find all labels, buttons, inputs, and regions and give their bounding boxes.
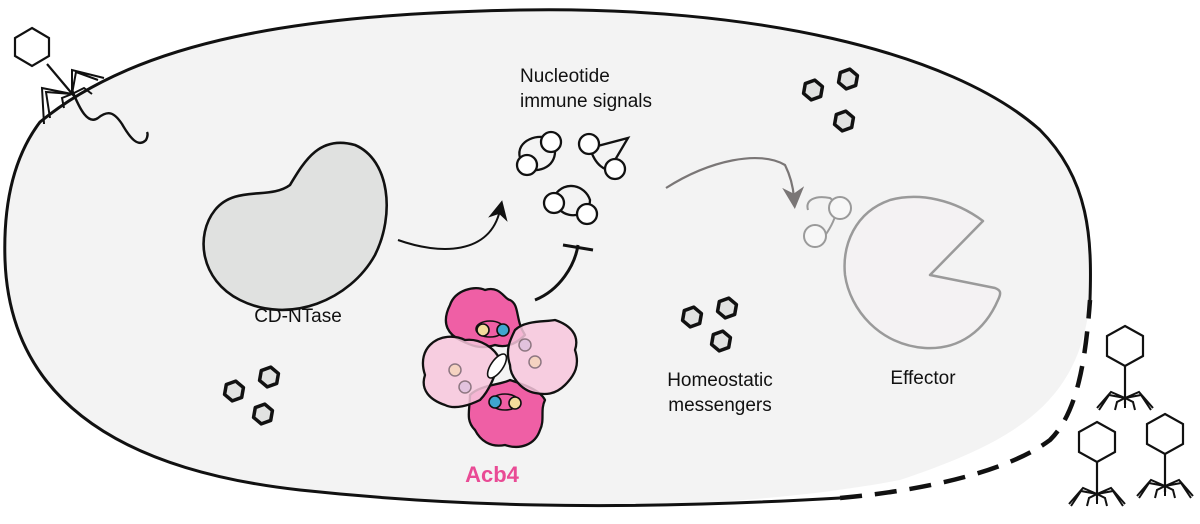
acb4-subunit-right bbox=[506, 318, 579, 396]
damaged-membrane bbox=[839, 299, 1093, 501]
phage-1 bbox=[1095, 324, 1155, 412]
effector-protein bbox=[843, 195, 1002, 350]
cell-membrane bbox=[3, 8, 1092, 508]
phage-infecting bbox=[13, 26, 105, 125]
phage-2 bbox=[1067, 420, 1127, 508]
effector-bound-signal bbox=[803, 196, 852, 248]
signals-label-line2: immune signals bbox=[520, 91, 652, 112]
signals-label-line1: Nucleotide bbox=[520, 66, 610, 87]
acb4-label: Acb4 bbox=[465, 462, 520, 487]
activation-arrow bbox=[665, 156, 805, 209]
ligand-blue bbox=[488, 395, 502, 409]
ligand-yellow bbox=[508, 396, 522, 410]
homeostatic-label-line2: messengers bbox=[668, 395, 772, 416]
cyclic-dinucleotide-2 bbox=[577, 132, 631, 181]
nucleotide-signals bbox=[515, 130, 631, 226]
cd-ntase-label: CD-NTase bbox=[254, 306, 342, 327]
effector-label: Effector bbox=[890, 368, 956, 389]
cyclic-dinucleotide-3 bbox=[542, 184, 599, 226]
ligand-yellow bbox=[476, 323, 490, 337]
acb4-subunit-left bbox=[421, 335, 502, 409]
inhibition-line bbox=[534, 244, 580, 302]
acb4-complex bbox=[421, 286, 579, 449]
acb4-subunit-bottom bbox=[467, 378, 547, 449]
phage-dna bbox=[70, 89, 149, 145]
synthesis-arrow bbox=[397, 200, 508, 250]
homeostatic-label-line1: Homeostatic bbox=[667, 370, 773, 391]
ligand-blue bbox=[496, 323, 510, 337]
inhibition-bar bbox=[562, 243, 594, 252]
cyclic-dinucleotide-1 bbox=[515, 130, 563, 177]
phage-3 bbox=[1135, 412, 1195, 500]
cd-ntase-enzyme bbox=[202, 141, 388, 312]
